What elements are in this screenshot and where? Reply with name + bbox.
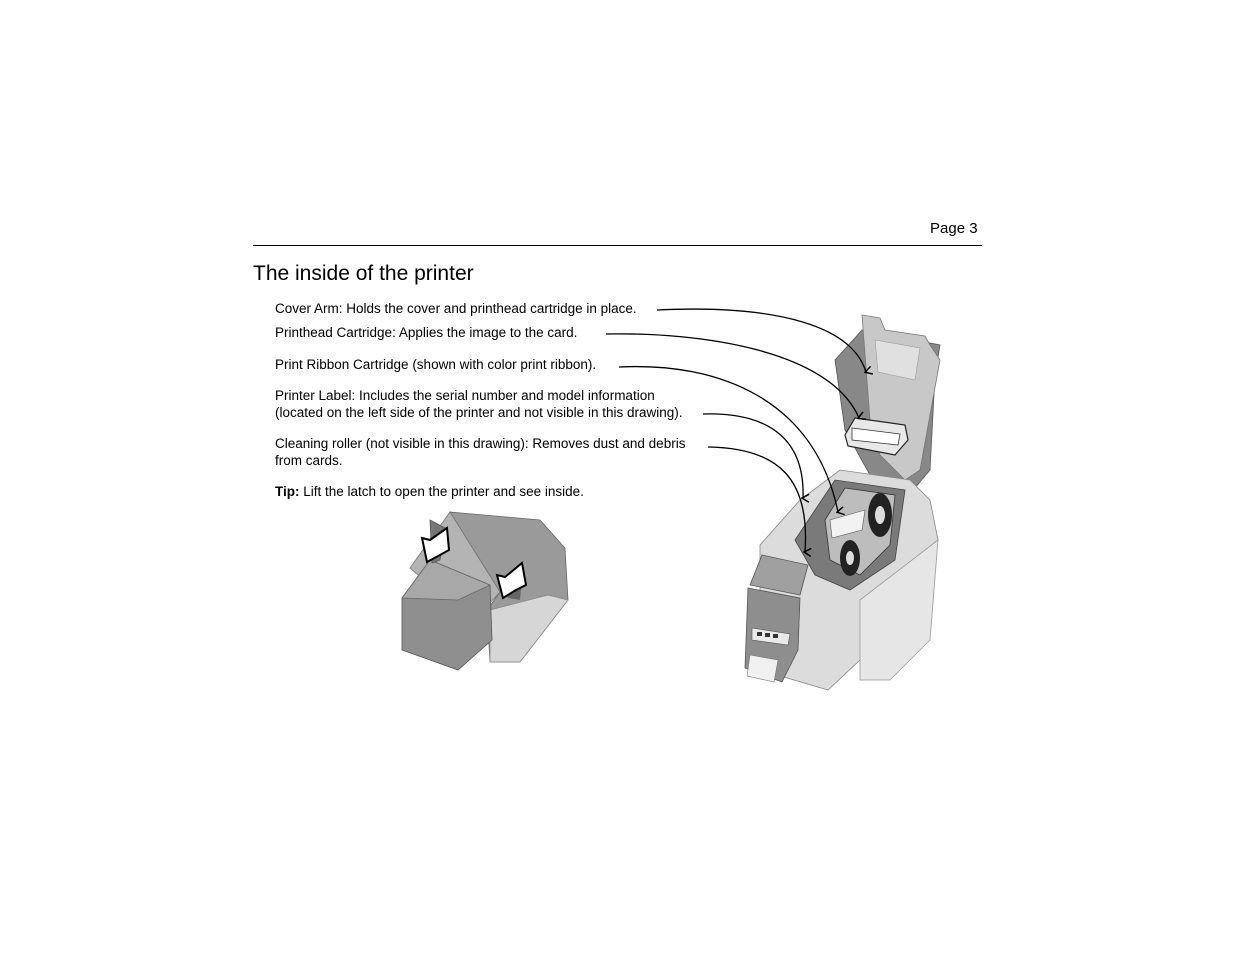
leader-cleaning-roller	[707, 446, 806, 552]
callout-leaders	[605, 308, 866, 552]
page-number: Page 3	[930, 220, 978, 237]
callout-cover-arm: Cover Arm: Holds the cover and printhead…	[275, 301, 637, 316]
callout-printer-label-line2: (located on the left side of the printer…	[275, 405, 683, 420]
leader-printer-label	[702, 413, 803, 498]
lift-arrow-icon	[420, 526, 451, 564]
tip-label: Tip:	[275, 484, 300, 499]
callout-printhead: Printhead Cartridge: Applies the image t…	[275, 325, 578, 340]
callout-cleaning-roller-line2: from cards.	[275, 453, 343, 468]
tip-text: Tip: Lift the latch to open the printer …	[275, 483, 584, 500]
lift-arrow-icon	[495, 561, 528, 600]
closed-printer-illustration	[401, 511, 569, 671]
leader-ribbon	[618, 365, 838, 512]
leader-cover-arm	[656, 308, 866, 372]
callout-cleaning-roller-line1: Cleaning roller (not visible in this dra…	[275, 436, 686, 451]
open-printer-illustration	[744, 314, 941, 691]
page-title: The inside of the printer	[253, 262, 474, 285]
tip-body: Lift the latch to open the printer and s…	[299, 484, 584, 499]
leader-printhead	[605, 333, 859, 418]
callout-ribbon: Print Ribbon Cartridge (shown with color…	[275, 357, 597, 372]
callout-printer-label-line1: Printer Label: Includes the serial numbe…	[275, 388, 655, 403]
header-rule	[253, 245, 982, 246]
